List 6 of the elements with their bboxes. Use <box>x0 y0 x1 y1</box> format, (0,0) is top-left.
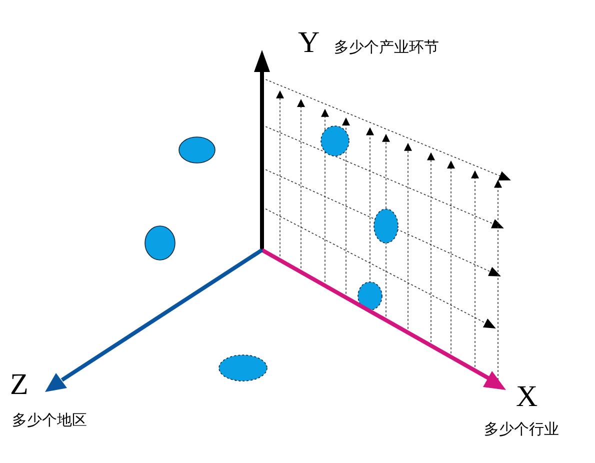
axis-label: Y <box>298 28 320 58</box>
axis-caption: 多少个行业 <box>484 422 559 437</box>
axis-caption: 多少个地区 <box>12 413 87 428</box>
axis-caption: 多少个产业环节 <box>334 40 439 55</box>
axis-label: X <box>516 382 538 412</box>
axis-label: Z <box>10 370 28 400</box>
